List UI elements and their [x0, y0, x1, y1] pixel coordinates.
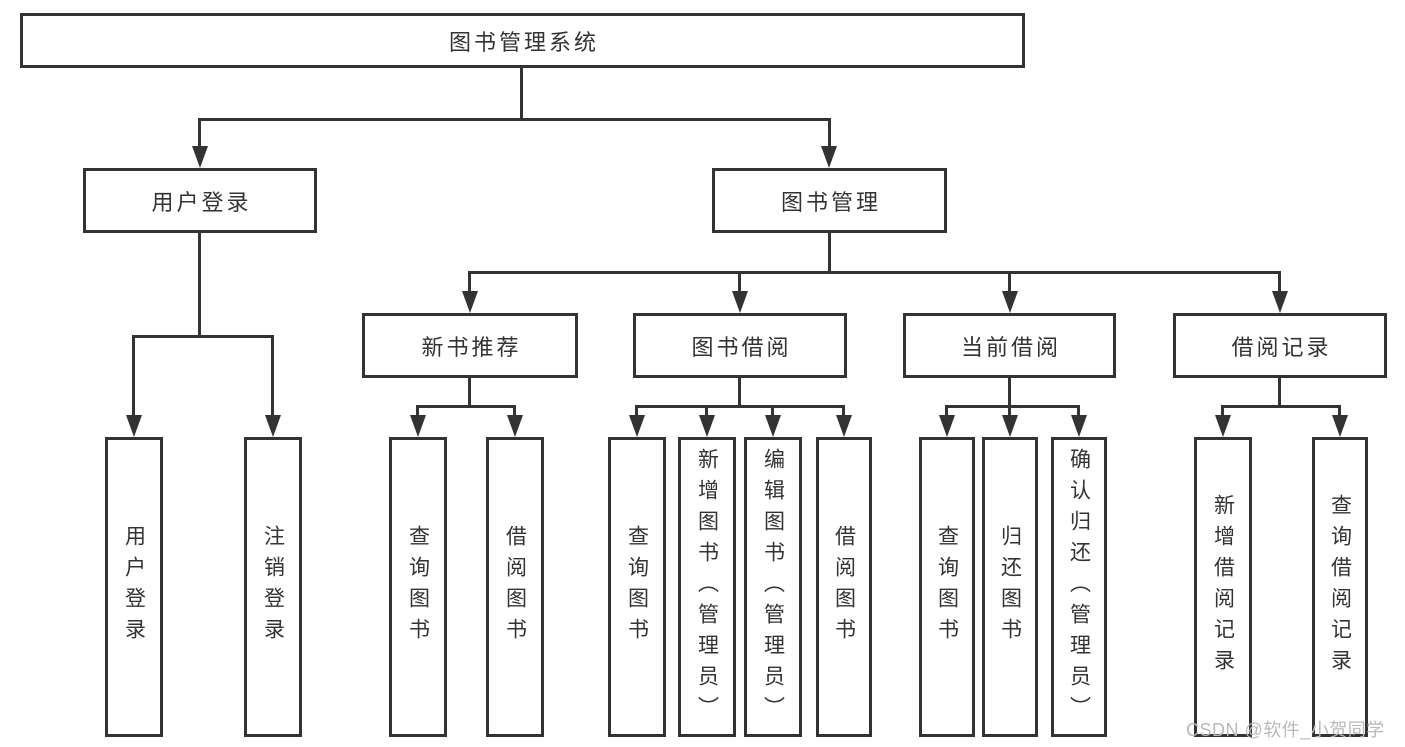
arrow-down: [265, 415, 281, 437]
arrow-down: [1215, 415, 1231, 437]
node-label: 图书管理: [780, 189, 881, 215]
connector-line: [1077, 405, 1080, 417]
connector-line: [198, 233, 201, 335]
node-current-borrowing: 当前借阅: [903, 313, 1116, 378]
connector-line: [468, 378, 471, 405]
connector-line: [1338, 405, 1341, 417]
leaf-label: 查询图书: [406, 525, 430, 649]
connector-line: [945, 405, 948, 417]
connector-line: [271, 335, 274, 417]
connector-line: [132, 335, 274, 338]
connector-line: [198, 118, 201, 150]
connector-line: [738, 378, 741, 405]
connector-line: [1008, 378, 1011, 405]
leaf-label: 用户登录: [122, 525, 146, 649]
node-label: 用户登录: [151, 189, 252, 215]
arrow-down: [1002, 291, 1018, 313]
leaf-label: 查询借阅记录: [1328, 494, 1352, 680]
leaf-label: 编辑图书（管理员）: [761, 447, 785, 727]
leaf-borrow-books: 借阅图书: [816, 437, 872, 737]
node-label: 图书借阅: [691, 334, 792, 360]
root-node-library-system: 图书管理系统: [20, 13, 1025, 68]
arrow-down: [765, 415, 781, 437]
leaf-label: 查询图书: [935, 525, 959, 649]
leaf-label: 借阅图书: [832, 525, 856, 649]
node-user-login: 用户登录: [83, 168, 317, 233]
arrow-down: [836, 415, 852, 437]
arrow-down: [410, 415, 426, 437]
connector-line: [771, 405, 774, 417]
leaf-return-books: 归还图书: [982, 437, 1038, 737]
leaf-confirm-return-admin: 确认归还（管理员）: [1051, 437, 1107, 737]
connector-line: [1008, 405, 1011, 417]
arrow-down: [732, 291, 748, 313]
connector-line: [705, 405, 708, 417]
leaf-add-borrow-record: 新增借阅记录: [1194, 437, 1252, 737]
arrow-down: [462, 291, 478, 313]
connector-line: [738, 271, 741, 293]
leaf-label: 借阅图书: [503, 525, 527, 649]
arrow-down: [1272, 291, 1288, 313]
node-borrowing-records: 借阅记录: [1173, 313, 1387, 378]
watermark: CSDN @软件_小贺同学: [1186, 720, 1385, 740]
arrow-down: [629, 415, 645, 437]
connector-line: [513, 405, 516, 417]
node-label: 借阅记录: [1231, 334, 1332, 360]
leaf-label: 注销登录: [261, 525, 285, 649]
connector-line: [468, 271, 471, 293]
leaf-label: 查询图书: [625, 525, 649, 649]
arrow-down: [821, 146, 837, 168]
leaf-logout: 注销登录: [244, 437, 302, 737]
leaf-user-login: 用户登录: [105, 437, 163, 737]
leaf-add-books-admin: 新增图书（管理员）: [678, 437, 736, 737]
connector-line: [198, 118, 831, 121]
connector-line: [945, 405, 1079, 408]
leaf-label: 新增图书（管理员）: [695, 447, 719, 727]
root-node-label: 图书管理系统: [448, 29, 599, 55]
connector-line: [416, 405, 515, 408]
arrow-down: [1332, 415, 1348, 437]
leaf-label: 新增借阅记录: [1211, 494, 1235, 680]
leaf-borrow-books-recommend: 借阅图书: [486, 437, 544, 737]
node-book-borrowing: 图书借阅: [633, 313, 847, 378]
connector-line: [828, 233, 831, 271]
connector-line: [1221, 405, 1340, 408]
connector-line: [132, 335, 135, 417]
connector-line: [520, 68, 523, 118]
arrow-down: [1071, 415, 1087, 437]
leaf-label: 归还图书: [998, 525, 1022, 649]
connector-line: [842, 405, 845, 417]
leaf-query-books-recommend: 查询图书: [389, 437, 447, 737]
connector-line: [468, 271, 1281, 274]
arrow-down: [192, 146, 208, 168]
leaf-edit-books-admin: 编辑图书（管理员）: [744, 437, 802, 737]
arrow-down: [699, 415, 715, 437]
node-new-book-recommend: 新书推荐: [362, 313, 578, 378]
connector-line: [1008, 271, 1011, 293]
leaf-label: 确认归还（管理员）: [1067, 447, 1091, 727]
leaf-query-borrow-record: 查询借阅记录: [1312, 437, 1368, 737]
node-book-management: 图书管理: [712, 168, 947, 233]
node-label: 新书推荐: [421, 334, 522, 360]
arrow-down: [1002, 415, 1018, 437]
node-label: 当前借阅: [960, 334, 1061, 360]
leaf-query-books-current: 查询图书: [919, 437, 975, 737]
arrow-down: [939, 415, 955, 437]
connector-line: [828, 118, 831, 150]
connector-line: [1278, 378, 1281, 405]
arrow-down: [126, 415, 142, 437]
connector-line: [635, 405, 844, 408]
connector-line: [1278, 271, 1281, 293]
connector-line: [416, 405, 419, 417]
arrow-down: [507, 415, 523, 437]
connector-line: [635, 405, 638, 417]
leaf-query-books-borrowing: 查询图书: [608, 437, 666, 737]
connector-line: [1221, 405, 1224, 417]
